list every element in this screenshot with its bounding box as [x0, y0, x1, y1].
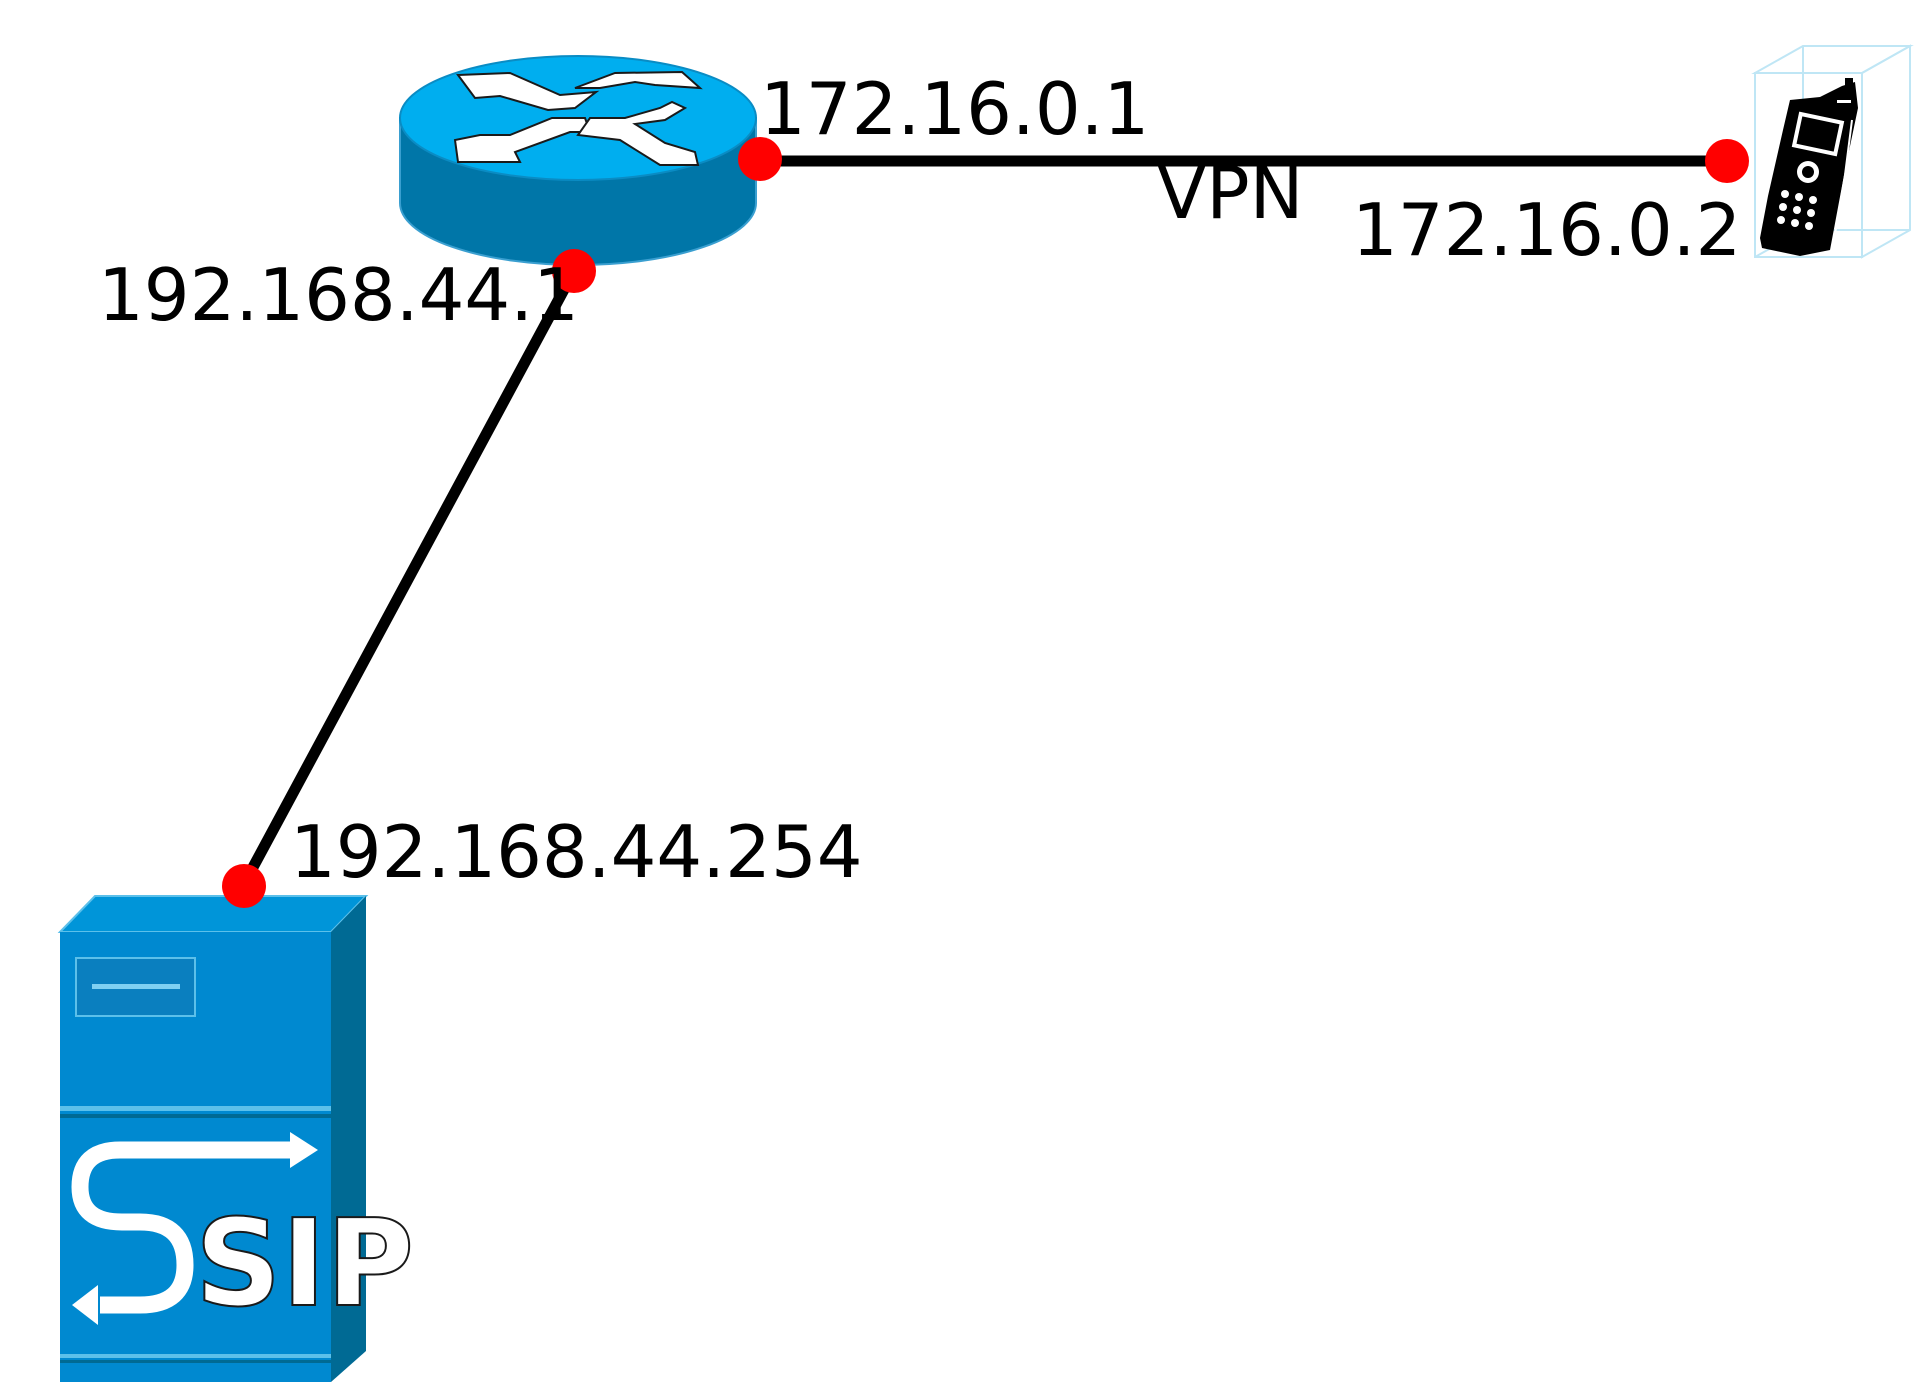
phone-vpn-endpoint — [1705, 139, 1749, 183]
router-icon[interactable] — [399, 55, 757, 266]
router-lan-ip-label: 192.168.44.1 — [98, 253, 579, 337]
router-lan-endpoint — [552, 249, 596, 293]
phone-vpn-ip-label: 172.16.0.2 — [1352, 188, 1741, 272]
router-vpn-endpoint — [738, 137, 782, 181]
sip-logo: SIP — [71, 1132, 415, 1335]
sip-server-icon[interactable]: SIP — [57, 895, 415, 1382]
router-vpn-ip-label: 172.16.0.1 — [760, 67, 1149, 151]
svg-text:SIP: SIP — [195, 1195, 414, 1334]
sip-lan-endpoint — [222, 864, 266, 908]
vpn-link-label: VPN — [1157, 151, 1304, 235]
lan-link — [239, 268, 579, 887]
mobile-phone-icon[interactable] — [1751, 44, 1914, 259]
sip-lan-ip-label: 192.168.44.254 — [290, 810, 863, 894]
